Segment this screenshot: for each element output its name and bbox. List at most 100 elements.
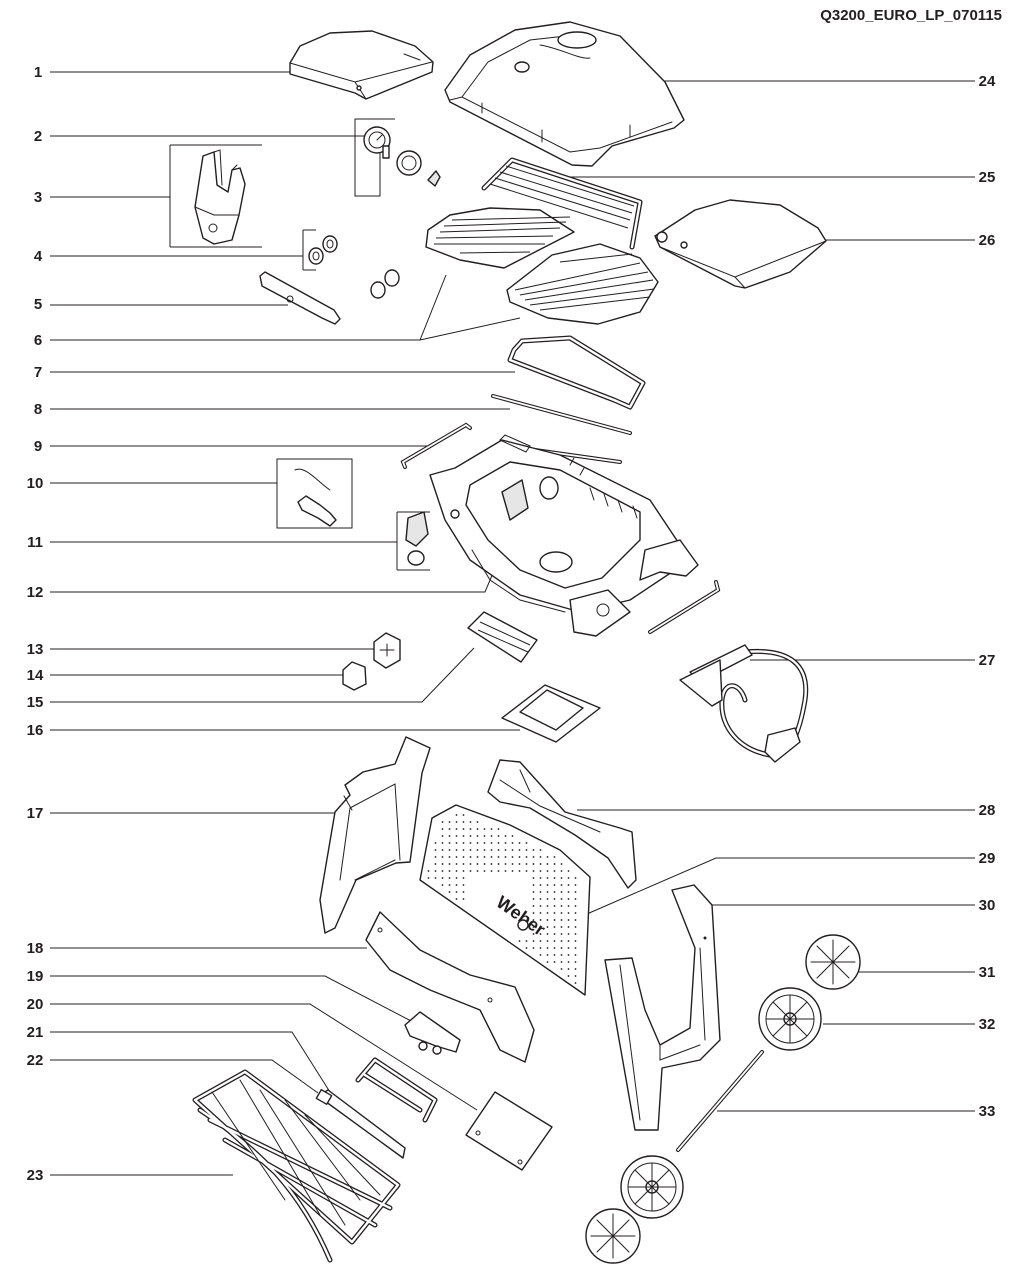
part-12-cookbox bbox=[429, 434, 699, 637]
part-15-drip-tray-liner bbox=[467, 611, 538, 663]
perforation-hole bbox=[539, 933, 542, 935]
part-26-side-table-right bbox=[654, 199, 827, 289]
part-10-wire-clip bbox=[294, 468, 337, 527]
part-5-lid-handle bbox=[259, 271, 341, 325]
perforation-hole bbox=[546, 940, 549, 942]
perforation-hole bbox=[553, 919, 556, 921]
perforation-hole bbox=[553, 926, 556, 928]
perforation-hole bbox=[518, 870, 521, 872]
perforation-hole bbox=[532, 877, 535, 879]
perforation-hole bbox=[574, 961, 577, 963]
perforation-hole bbox=[504, 863, 507, 865]
perforation-hole bbox=[553, 891, 556, 893]
part-number-2: 2 bbox=[34, 128, 42, 145]
perforation-hole bbox=[490, 842, 493, 844]
perforation-hole bbox=[462, 856, 465, 858]
perforation-hole bbox=[455, 877, 458, 879]
perforation-hole bbox=[567, 912, 570, 914]
perforation-hole bbox=[560, 961, 563, 963]
perforation-hole bbox=[497, 856, 500, 858]
perforation-hole bbox=[574, 884, 577, 886]
part-number-30: 30 bbox=[979, 897, 996, 914]
part-number-22: 22 bbox=[27, 1052, 44, 1069]
perforation-hole bbox=[567, 947, 570, 949]
part-19-hinge-clip bbox=[404, 1011, 461, 1055]
perforation-hole bbox=[532, 912, 535, 914]
part-number-15: 15 bbox=[27, 694, 44, 711]
perforation-hole bbox=[532, 947, 535, 949]
perforation-hole bbox=[448, 842, 451, 844]
perforation-hole bbox=[539, 926, 542, 928]
perforation-hole bbox=[434, 870, 437, 872]
perforation-hole bbox=[434, 856, 437, 858]
part-30-right-leg bbox=[604, 884, 721, 1131]
perforation-hole bbox=[490, 849, 493, 851]
perforation-hole bbox=[525, 870, 528, 872]
perforation-hole bbox=[483, 842, 486, 844]
perforation-hole bbox=[546, 870, 549, 872]
leader-lines bbox=[50, 71, 975, 1176]
perforation-hole bbox=[553, 870, 556, 872]
part-8-crossover-tube bbox=[491, 394, 632, 435]
perforation-hole bbox=[560, 926, 563, 928]
perforation-hole bbox=[462, 821, 465, 823]
perforation-hole bbox=[532, 856, 535, 858]
perforation-hole bbox=[504, 849, 507, 851]
perforation-hole bbox=[574, 912, 577, 914]
part-number-9: 9 bbox=[34, 438, 42, 455]
perforation-hole bbox=[539, 856, 542, 858]
part-number-16: 16 bbox=[27, 722, 44, 739]
perforation-hole bbox=[546, 884, 549, 886]
part-25-warming-rack bbox=[481, 157, 643, 250]
perforation-hole bbox=[560, 863, 563, 865]
perforation-hole bbox=[434, 849, 437, 851]
perforation-hole bbox=[448, 863, 451, 865]
part-number-28: 28 bbox=[979, 802, 996, 819]
perforation-hole bbox=[441, 870, 444, 872]
perforation-hole bbox=[532, 863, 535, 865]
perforation-hole bbox=[553, 863, 556, 865]
perforation-hole bbox=[525, 856, 528, 858]
perforation-hole bbox=[462, 870, 465, 872]
perforation-hole bbox=[539, 912, 542, 914]
perforation-hole bbox=[567, 870, 570, 872]
perforation-hole bbox=[525, 842, 528, 844]
perforation-hole bbox=[574, 898, 577, 900]
perforation-hole bbox=[490, 835, 493, 837]
perforation-hole bbox=[469, 842, 472, 844]
perforation-hole bbox=[539, 884, 542, 886]
perforation-hole bbox=[553, 884, 556, 886]
perforation-hole bbox=[469, 856, 472, 858]
perforation-hole bbox=[462, 828, 465, 830]
perforation-hole bbox=[455, 856, 458, 858]
perforation-hole bbox=[539, 940, 542, 942]
perforation-hole bbox=[560, 954, 563, 956]
perforation-hole bbox=[574, 933, 577, 935]
part-number-10: 10 bbox=[27, 475, 44, 492]
perforation-hole bbox=[567, 961, 570, 963]
perforation-hole bbox=[567, 940, 570, 942]
part-7-burner-frame bbox=[507, 335, 646, 410]
part-13-control-knob bbox=[373, 632, 401, 669]
part-number-32: 32 bbox=[979, 1016, 996, 1033]
part-1-side-table-left bbox=[289, 30, 434, 100]
perforation-hole bbox=[476, 863, 479, 865]
perforation-hole bbox=[511, 863, 514, 865]
perforation-hole bbox=[455, 814, 458, 816]
perforation-hole bbox=[560, 870, 563, 872]
perforation-hole bbox=[476, 828, 479, 830]
perforation-hole bbox=[497, 828, 500, 830]
perforation-hole bbox=[539, 849, 542, 851]
part-22-strap bbox=[315, 1088, 406, 1159]
part-number-20: 20 bbox=[27, 996, 44, 1013]
perforation-hole bbox=[567, 954, 570, 956]
perforation-hole bbox=[483, 849, 486, 851]
perforation-hole bbox=[469, 821, 472, 823]
perforation-hole bbox=[476, 821, 479, 823]
perforation-hole bbox=[574, 947, 577, 949]
perforation-hole bbox=[469, 870, 472, 872]
perforation-hole bbox=[553, 940, 556, 942]
perforation-hole bbox=[560, 891, 563, 893]
perforation-hole bbox=[539, 898, 542, 900]
